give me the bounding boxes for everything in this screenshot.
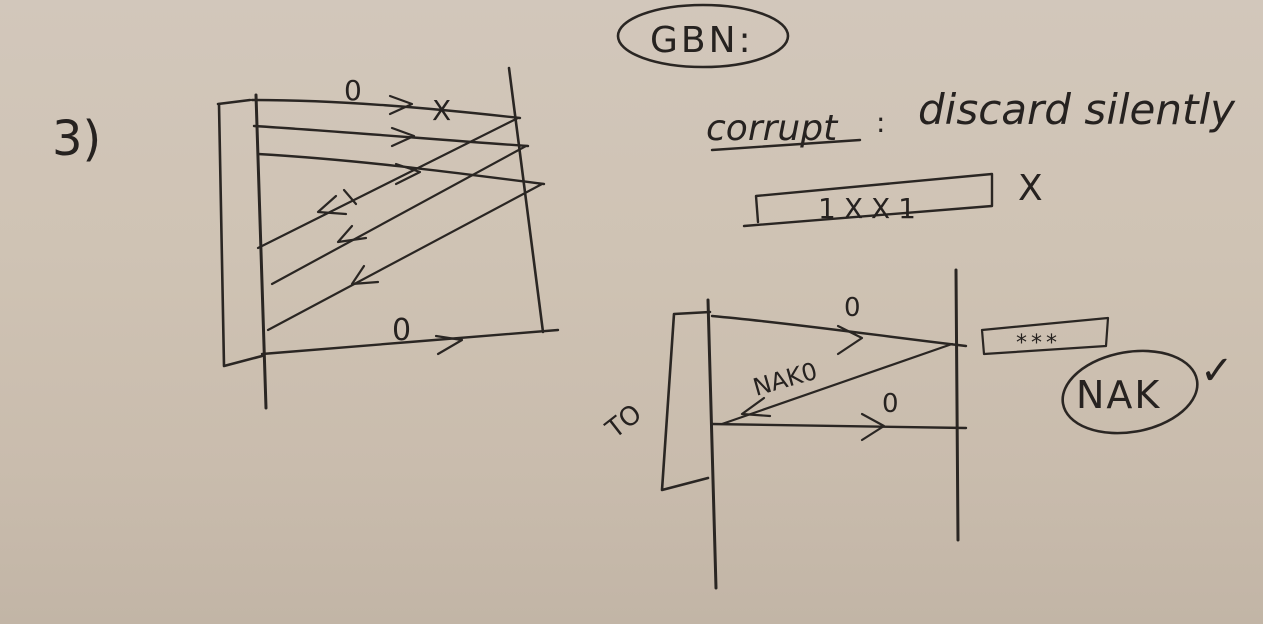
arrowhead-2 xyxy=(390,126,416,148)
gbn-title: GBN: xyxy=(650,20,754,61)
sender-window-box xyxy=(216,98,264,368)
nak-receiver-timeline xyxy=(954,268,960,542)
gbn-circle xyxy=(616,3,790,69)
frame-line-2 xyxy=(252,124,530,148)
frame0-resend-label: 0 xyxy=(392,313,411,348)
receiver-timeline xyxy=(507,66,545,334)
nak-return-line xyxy=(720,342,954,426)
return-arrowhead-3 xyxy=(350,264,380,286)
resend-arrowhead xyxy=(434,334,464,356)
sender-timeline xyxy=(254,93,268,410)
discard-text: discard silently xyxy=(918,85,1236,134)
damaged-packet-text: *** xyxy=(1016,331,1061,356)
frame0-retx-label: 0 xyxy=(882,389,899,419)
resend-line xyxy=(260,328,560,356)
frame0-send-label: 0 xyxy=(844,293,861,323)
retx-arrowhead xyxy=(860,412,886,442)
nak-circled-text: NAK xyxy=(1076,373,1161,417)
return-line-3 xyxy=(266,182,544,332)
return-line-1 xyxy=(256,116,520,250)
reject-mark: X xyxy=(1018,168,1043,209)
frame0-top-label: 0 xyxy=(344,74,362,107)
nak-frame-arrowhead xyxy=(836,324,864,356)
damaged-packet-box xyxy=(980,316,1110,356)
timeout-label: TO xyxy=(600,399,648,446)
problem-number: 3) xyxy=(52,111,101,167)
frame-line-1 xyxy=(250,98,522,120)
return-arrowhead-2 xyxy=(336,224,368,244)
colon-mark: : xyxy=(876,106,885,139)
return-arrowhead-1 xyxy=(316,188,358,216)
corrupt-underline xyxy=(710,138,862,152)
nak-arrow-label: NAK0 xyxy=(750,357,821,402)
nak-frame-line xyxy=(710,314,968,348)
nak-circle xyxy=(1061,349,1199,435)
nak-return-arrowhead xyxy=(740,396,772,418)
check-mark: ✓ xyxy=(1200,348,1234,394)
retx-line xyxy=(710,422,968,430)
arrowhead-1 xyxy=(388,94,414,116)
arrowhead-3 xyxy=(394,162,422,186)
lost-mark: X xyxy=(432,94,451,127)
corrupt-packet-box xyxy=(742,172,994,228)
corrupt-packet-text: 1XX1 xyxy=(818,192,924,225)
nak-sender-timeline xyxy=(706,298,718,590)
return-line-2 xyxy=(270,144,528,286)
timeout-box xyxy=(660,310,712,492)
